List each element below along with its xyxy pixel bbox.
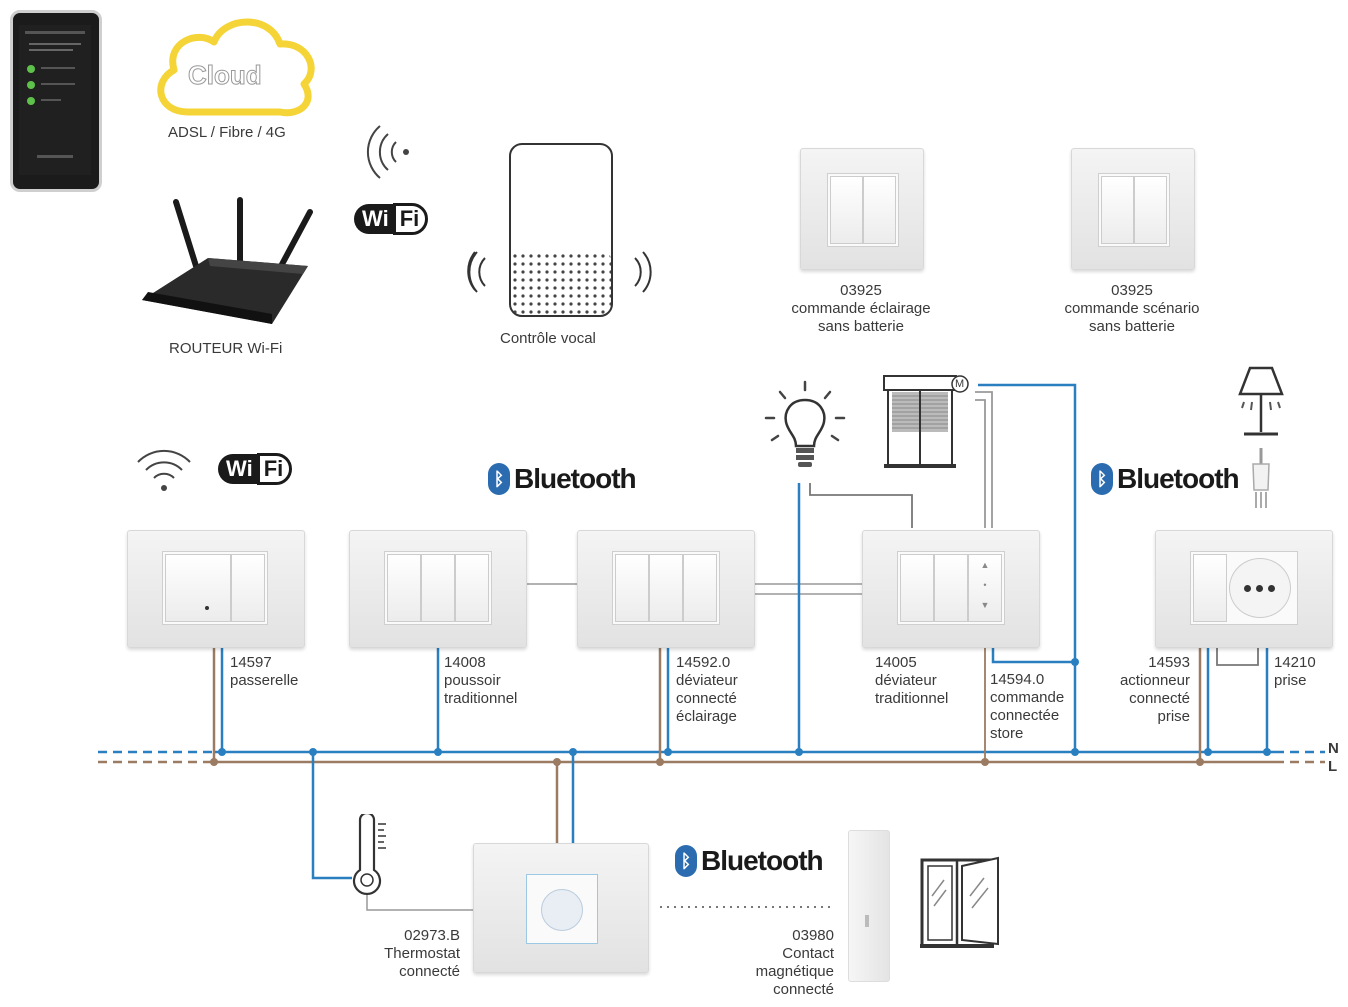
- magnetic-contact-device[interactable]: [848, 830, 890, 982]
- scenario-command-plate[interactable]: [1071, 148, 1195, 270]
- thermostat-plate[interactable]: [473, 843, 649, 973]
- rail-device-3-label: 14592.0 déviateur connecté éclairage: [676, 654, 738, 725]
- status-led-icon: [205, 606, 209, 610]
- voice-assistant-icon: [467, 143, 652, 317]
- bluetooth-icon: ᛒ: [675, 845, 697, 877]
- window-icon: [920, 856, 999, 948]
- connected-switch-plate[interactable]: [577, 530, 755, 648]
- cloud-label: Cloud: [188, 60, 263, 91]
- top-device-2-label: 03925 commande scénario sans batterie: [1064, 282, 1200, 335]
- traditional-switch-and-shutter-plate[interactable]: ▲•▼: [862, 530, 1040, 648]
- voice-label: Contrôle vocal: [500, 330, 596, 347]
- router-icon: [142, 197, 313, 324]
- bluetooth-icon: ᛒ: [1091, 463, 1113, 495]
- cloud-icon: [157, 18, 315, 117]
- wifi-fan-icon: [137, 449, 191, 491]
- top-device-1-label: 03925 commande éclairage sans batterie: [791, 282, 931, 335]
- wifi-logo-wi: Wi: [354, 204, 393, 234]
- neutral-line-label: N: [1328, 740, 1339, 757]
- wifi-signal-icon: [366, 125, 409, 179]
- smartphone: [10, 10, 102, 192]
- light-bulb-icon: [764, 380, 846, 467]
- roller-shutter-icon: [883, 375, 969, 468]
- table-lamp-icon: [1238, 366, 1284, 436]
- plug-icon: [1252, 448, 1270, 508]
- bluetooth-icon: ᛒ: [488, 463, 510, 495]
- status-dot-icon: [27, 65, 35, 73]
- lighting-command-plate[interactable]: [800, 148, 924, 270]
- shutter-control-rocker: ▲•▼: [968, 554, 1002, 622]
- rail-device-4-label: 14005 déviateur traditionnel: [875, 654, 949, 707]
- status-dot-icon: [27, 81, 35, 89]
- motor-label: M: [955, 378, 965, 390]
- rail-device-1-label: 14597 passerelle: [230, 654, 299, 689]
- router-label: ROUTEUR Wi-Fi: [169, 340, 283, 357]
- thermometer-icon: [352, 814, 386, 895]
- contact-label: 03980 Contact magnétique connecté: [755, 927, 834, 998]
- thermostat-label: 02973.B Thermostat connecté: [384, 927, 460, 980]
- rail-device-7-label: 14210 prise: [1274, 654, 1316, 689]
- thermostat-dial: [541, 889, 583, 931]
- wifi-logo-fi: Fi: [392, 203, 429, 235]
- rail-device-6-label: 14593 actionneur connecté prise: [1119, 654, 1190, 725]
- socket-plate[interactable]: [1155, 530, 1333, 648]
- gateway-plate[interactable]: [127, 530, 305, 648]
- pushbutton-plate[interactable]: [349, 530, 527, 648]
- rail-device-2-label: 14008 poussoir traditionnel: [444, 654, 518, 707]
- connection-label: ADSL / Fibre / 4G: [168, 124, 286, 141]
- app-screen: [19, 25, 91, 175]
- rail-device-5-label: 14594.0 commande connectée store: [990, 671, 1065, 742]
- socket-outlet: [1229, 558, 1291, 618]
- status-dot-icon: [27, 97, 35, 105]
- live-line-label: L: [1328, 758, 1338, 775]
